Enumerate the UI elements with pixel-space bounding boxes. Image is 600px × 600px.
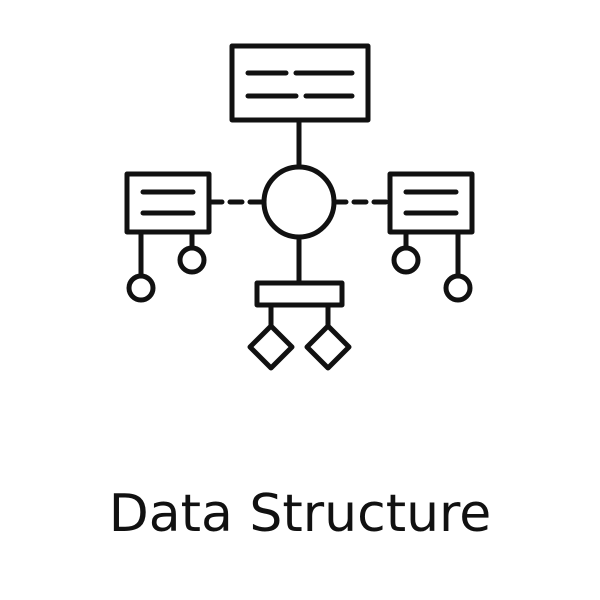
right-node-box — [387, 171, 475, 303]
top-node-box — [229, 43, 371, 123]
bottom-bar-node — [254, 280, 345, 308]
bottom-diamonds — [247, 302, 352, 371]
center-node-circle — [261, 164, 337, 240]
icon-caption: Data Structure — [108, 484, 492, 544]
left-node-box — [124, 171, 212, 303]
